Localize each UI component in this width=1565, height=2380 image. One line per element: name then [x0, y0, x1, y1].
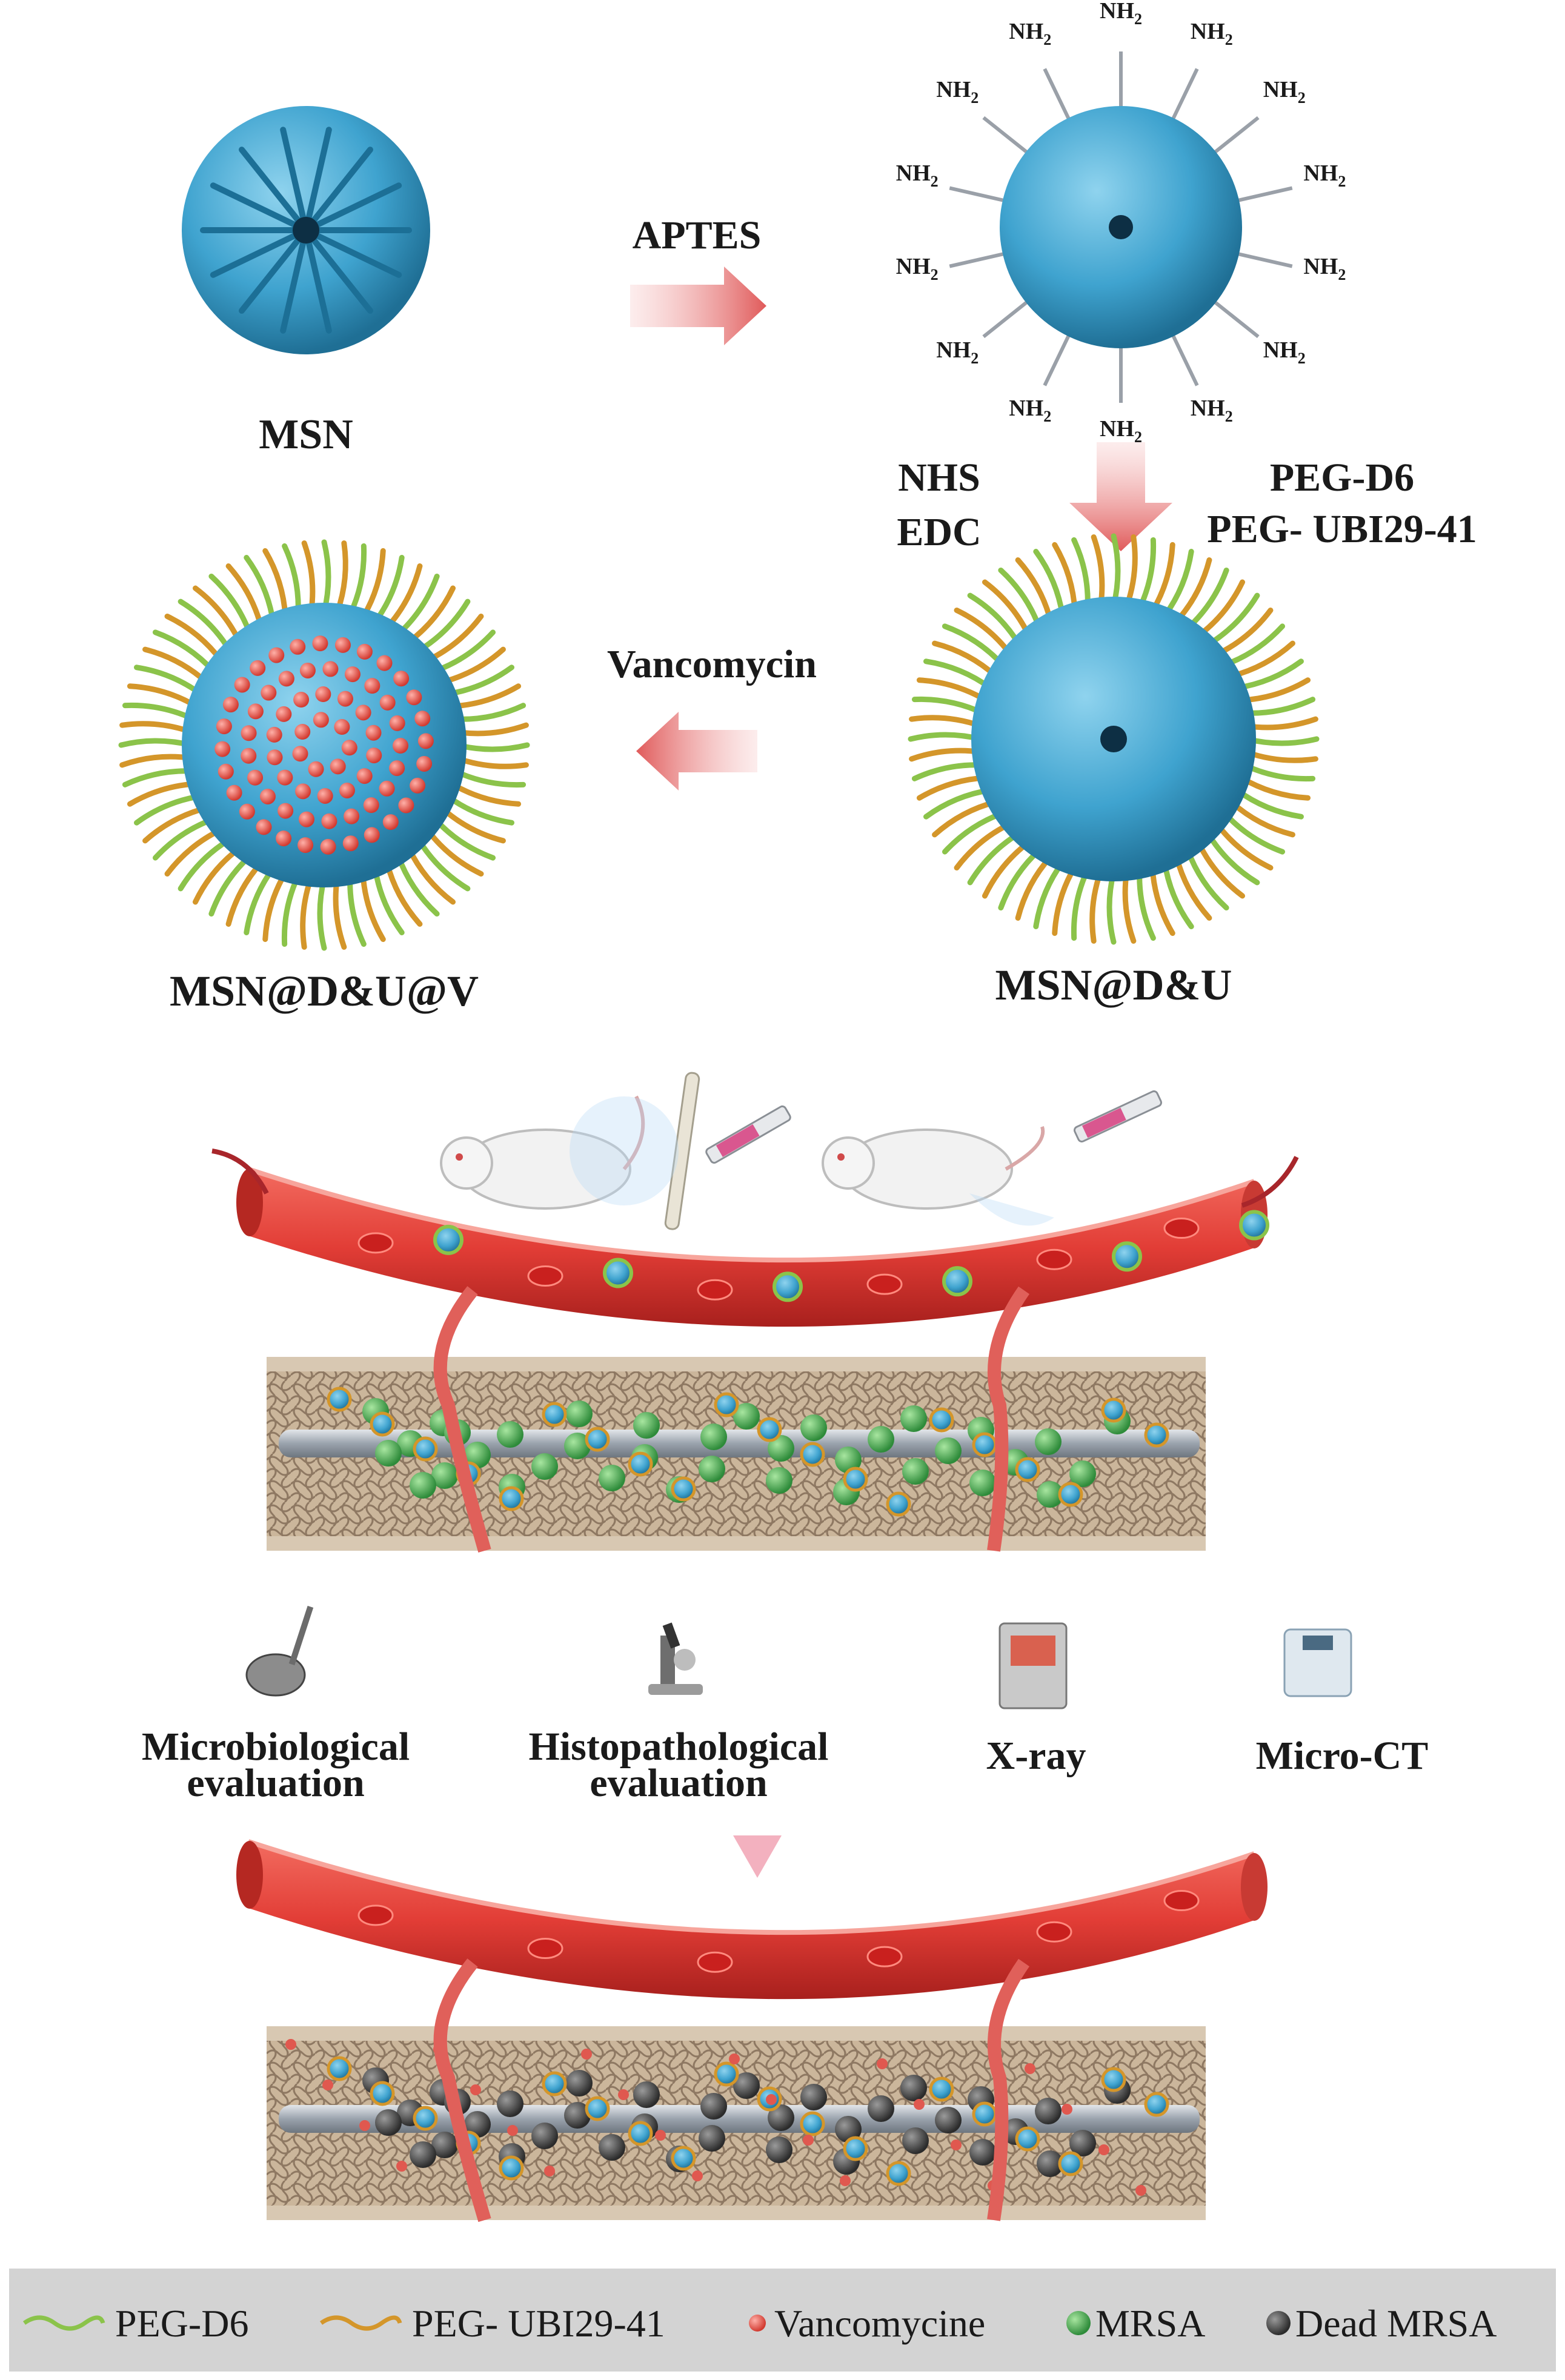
amine-group-label: NH2	[936, 337, 979, 367]
amine-group-label: NH2	[1191, 396, 1233, 425]
conjugation-arrow	[1069, 442, 1172, 551]
msn-nh2-particle	[949, 51, 1293, 403]
legend-label: PEG- UBI29-41	[412, 2302, 665, 2345]
evaluation-label: Micro-CT	[1256, 1734, 1429, 1778]
peg-ubi-label: PEG- UBI29-41	[1207, 507, 1477, 551]
amine-group-label: NH2	[1100, 0, 1142, 28]
evaluation-label: Microbiological	[142, 1725, 410, 1769]
aptes-label: APTES	[633, 213, 762, 257]
amine-group-label: NH2	[1303, 161, 1346, 190]
amine-group-label: NH2	[1100, 416, 1142, 446]
petri-dish-pipette-icon	[245, 1605, 314, 1697]
msn-particle	[182, 106, 430, 354]
amine-group-label: NH2	[1191, 19, 1233, 48]
evaluation-label: Histopathological	[528, 1725, 828, 1769]
msn-label: MSN	[259, 411, 353, 458]
mouse-bone-injection	[440, 1072, 791, 1230]
vancomycin-label: Vancomycin	[607, 642, 817, 686]
legend: PEG-D6 PEG- UBI29-41 Vancomycine MRSA Dead M…	[9, 2269, 1556, 2372]
nhs-label: NHS	[898, 456, 980, 500]
amine-group-label: NH2	[1263, 337, 1306, 367]
amine-group-label: NH2	[936, 77, 979, 107]
blood-vessel-after	[236, 1839, 1268, 2000]
legend-label: MRSA	[1095, 2302, 1205, 2345]
aptes-arrow	[630, 267, 766, 345]
amine-group-label: NH2	[1009, 396, 1051, 425]
legend-label: Vancomycine	[774, 2302, 985, 2345]
inflow-arrow-right	[1241, 1156, 1299, 1208]
red-dot-icon	[749, 2315, 766, 2332]
msn-duv-particle	[118, 539, 530, 951]
msn-du-particle	[908, 533, 1320, 945]
amine-group-label: NH2	[1263, 77, 1306, 107]
evaluation-label-line2: evaluation	[590, 1761, 767, 1805]
amine-group-label: NH2	[1009, 19, 1051, 48]
blood-vessel-before	[236, 1167, 1269, 1327]
infected-bone-section	[267, 1286, 1206, 1553]
dark-sphere-icon	[1266, 2311, 1291, 2335]
microscope-icon	[648, 1622, 703, 1695]
outcome-arrow	[733, 1835, 782, 1878]
amine-group-label: NH2	[896, 161, 939, 190]
green-wavy-line-icon	[22, 2315, 105, 2331]
inflow-arrow-left	[211, 1149, 269, 1195]
evaluation-label: X-ray	[986, 1734, 1086, 1778]
edc-label: EDC	[897, 510, 981, 554]
evaluation-label-line2: evaluation	[187, 1761, 364, 1805]
green-sphere-icon	[1066, 2311, 1091, 2335]
msn-du-label: MSN@D&U	[995, 961, 1232, 1009]
vancomycin-arrow	[636, 712, 757, 791]
amine-group-label: NH2	[1303, 254, 1346, 283]
treated-bone-section	[267, 1958, 1206, 2223]
legend-label: Dead MRSA	[1295, 2302, 1497, 2345]
mouse-tail-injection	[822, 1090, 1162, 1226]
msn-duv-label: MSN@D&U@V	[170, 967, 479, 1015]
amine-group-label: NH2	[896, 254, 939, 283]
orange-wavy-line-icon	[319, 2315, 402, 2331]
micro-ct-scanner-icon	[1283, 1628, 1352, 1697]
xray-machine-icon	[998, 1622, 1068, 1709]
peg-d6-label: PEG-D6	[1270, 456, 1414, 500]
legend-label: PEG-D6	[115, 2302, 248, 2345]
